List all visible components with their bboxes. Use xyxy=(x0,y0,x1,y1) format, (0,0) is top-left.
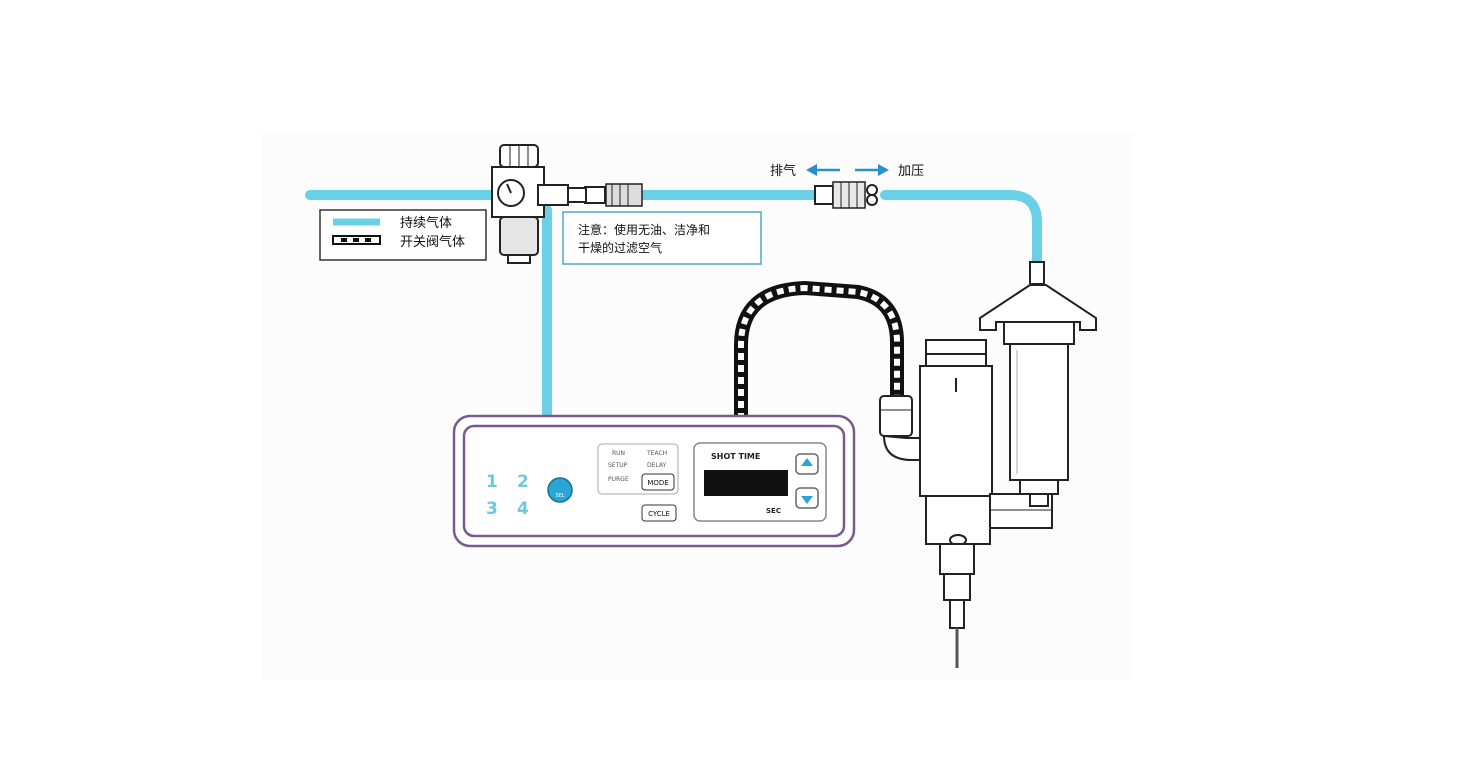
quick-coupler xyxy=(584,183,643,207)
mode-teach: TEACH xyxy=(646,450,667,457)
pressurize-label: 加压 xyxy=(898,164,924,179)
syringe-barrel xyxy=(979,261,1097,507)
select-knob-label: SEL xyxy=(555,493,564,499)
key-1[interactable]: 1 xyxy=(486,472,498,492)
mode-setup: SETUP xyxy=(608,462,628,469)
mode-panel xyxy=(597,443,679,495)
key-4[interactable]: 4 xyxy=(517,499,529,519)
exhaust-arrow-icon xyxy=(806,164,840,176)
pressurize-arrow-icon xyxy=(855,164,889,176)
legend-continuous-label: 持续气体 xyxy=(400,215,452,231)
legend-valve-swatch xyxy=(332,235,381,245)
mode-run: RUN xyxy=(612,450,625,457)
mode-delay: DELAY xyxy=(647,462,667,469)
down-arrow-icon xyxy=(801,496,813,504)
mode-button-label: MODE xyxy=(647,479,668,487)
valve-air-hose xyxy=(734,280,905,420)
elbow-fitting xyxy=(879,395,931,461)
valve-air-tube xyxy=(635,190,1042,267)
mode-purge: PURGE xyxy=(608,476,629,483)
display-unit: SEC xyxy=(766,507,781,515)
lcd-display xyxy=(704,470,788,496)
up-arrow-icon xyxy=(801,458,813,466)
legend: 持续气体 开关阀气体 xyxy=(319,209,487,261)
note-line-1: 注意：使用无油、洁净和 xyxy=(578,222,710,237)
display-panel xyxy=(693,442,827,522)
select-knob[interactable] xyxy=(547,477,573,503)
note-line-2: 干燥的过滤空气 xyxy=(578,240,662,255)
key-3[interactable]: 3 xyxy=(486,499,498,519)
key-2[interactable]: 2 xyxy=(517,472,529,492)
filter-regulator xyxy=(491,144,587,264)
cycle-button-label: CYCLE xyxy=(648,510,670,518)
inline-check-valve xyxy=(814,181,878,209)
mode-button[interactable] xyxy=(641,473,675,491)
controller-unit: 1 2 3 4 SEL RUN TEACH SETUP DELAY PURGE … xyxy=(452,414,856,548)
display-title: SHOT TIME xyxy=(711,452,760,461)
exhaust-label: 排气 xyxy=(770,163,796,179)
cycle-button[interactable] xyxy=(641,504,677,522)
note-box: 注意：使用无油、洁净和 干燥的过滤空气 xyxy=(562,211,762,265)
legend-valve-label: 开关阀气体 xyxy=(400,234,465,250)
